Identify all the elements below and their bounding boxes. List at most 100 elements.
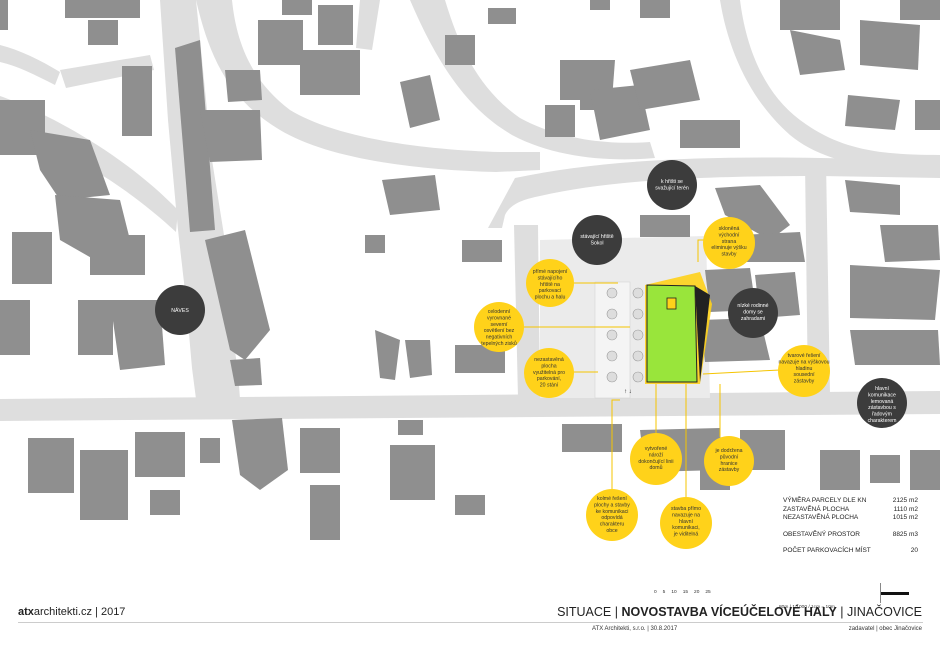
- bubble-line: svažující terén: [655, 185, 689, 191]
- new-hall-building: [645, 272, 712, 384]
- bubble-line: charakterem: [868, 418, 897, 424]
- bubble-naves: NÁVES: [155, 285, 205, 335]
- bubble-line: vytvořené: [645, 446, 668, 452]
- building-footprints: [0, 0, 940, 540]
- bubble-line: parkování,: [537, 376, 561, 382]
- bubble-line: zahradami: [741, 316, 765, 322]
- bubble-line: negativních: [486, 335, 513, 341]
- sheet-title: SITUACE | NOVOSTAVBA VÍCEÚČELOVÉ HALY | …: [557, 605, 922, 619]
- bubble-line: odpovídá: [601, 515, 622, 521]
- bubble-line: kolmé řešení: [597, 496, 627, 502]
- bubble-line: ke komunikaci: [596, 509, 629, 515]
- bubble-line: vyrovnané: [487, 315, 511, 321]
- bubble-line: využitelná pro: [533, 370, 565, 376]
- footer-divider: [18, 622, 923, 623]
- bubble-line: k hřišti se: [661, 179, 683, 185]
- bubble-line: lemovaná: [871, 399, 894, 405]
- bubble-line: řadovým: [872, 412, 892, 418]
- bubble-line: navazuje na výškovou: [778, 359, 829, 365]
- bubble-line: plochy a stavby: [594, 502, 630, 508]
- svg-text:↑ ↓: ↑ ↓: [624, 389, 632, 395]
- bubble-line: sousední: [793, 372, 815, 378]
- bubble-line: stávající hřiště: [580, 234, 613, 240]
- bubble-line: přímé napojení: [533, 269, 568, 275]
- bubble-line: původní: [720, 453, 739, 460]
- bubble-line: plocha: [541, 363, 556, 369]
- bubble-line: stavba přímo: [671, 506, 701, 512]
- brand-logo: atxarchitekti.cz | 2017: [18, 606, 126, 618]
- bubble-line: hřiště na: [540, 282, 560, 288]
- bubble-line: celodenní: [488, 309, 511, 315]
- bubble-line: navazuje na: [672, 512, 700, 518]
- bubble-line: domů: [650, 464, 663, 471]
- bubble-line: plochu a halu: [535, 295, 566, 301]
- bubble-line: zástavby: [719, 467, 740, 473]
- bubble-line: obce: [606, 528, 617, 534]
- bubble-line: hlavní: [679, 519, 693, 525]
- bubble-line: nezastavěná: [534, 357, 564, 363]
- bubble-line: strana: [722, 239, 737, 245]
- bubble-line: tvarové řešení: [788, 353, 821, 359]
- naves-label: NÁVES: [171, 307, 189, 314]
- bubble-line: skloněná: [719, 226, 740, 232]
- bubble-line: nízké rodinné: [737, 303, 768, 309]
- bubble-line: komunikaci,: [672, 525, 699, 531]
- bubble-line: komunikace: [868, 392, 896, 398]
- bubble-line: hladinu: [796, 366, 813, 372]
- bubble-line: parkovací: [539, 288, 562, 294]
- bubble-line: východní: [719, 232, 740, 238]
- bubble-line: zástavby: [794, 379, 815, 385]
- north-arrow: [880, 583, 909, 603]
- bubble-line: nároží: [649, 452, 664, 458]
- bubble-line: je dodržena: [714, 448, 742, 454]
- bubble-line: eliminuje výšku: [711, 245, 746, 251]
- bubble-line: severní: [490, 322, 508, 328]
- author-date: ATX Architekti, s.r.o. | 30.8.2017: [592, 626, 678, 632]
- bubble-line: hlavní: [875, 386, 889, 392]
- bubble-line: domy se: [743, 309, 763, 315]
- bubble-line: charakteru: [600, 522, 625, 528]
- bubble-line: dokončující linii: [638, 459, 673, 465]
- bubble-line: je viditelná: [673, 532, 699, 538]
- bubble-line: stávajícího: [538, 275, 563, 281]
- bubble-line: tepelných zisků: [481, 340, 517, 347]
- bubble-line: hranice: [720, 461, 737, 467]
- bubble-line: Sokol: [591, 240, 604, 246]
- scale-note: 80m / 1:1000 / 1cm = 10m: [779, 605, 835, 610]
- leader-lines: [509, 225, 781, 508]
- client: zadavatel | obec Jinačovice: [848, 626, 922, 632]
